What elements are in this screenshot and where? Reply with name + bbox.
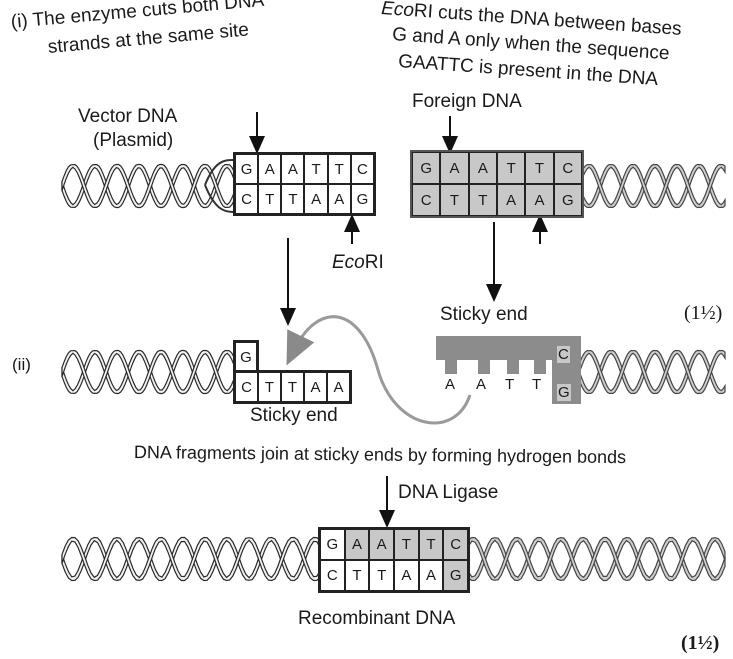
foreign-top-base: A xyxy=(469,152,497,184)
recomb-bottom-base: G xyxy=(443,560,468,591)
ecori-note-italic: Eco xyxy=(381,0,415,21)
foreign-top-base: G xyxy=(412,152,440,184)
foreign-helix-ii xyxy=(578,351,725,394)
vector-sticky-base: A xyxy=(304,372,327,402)
foreign-sticky-c: C xyxy=(557,346,570,363)
foreign-top-base: T xyxy=(525,152,553,184)
step2-marker: (ii) xyxy=(12,354,31,376)
recomb-bottom-base: T xyxy=(345,560,370,591)
recomb-top-base: T xyxy=(394,529,419,560)
dna-ligase-label: DNA Ligase xyxy=(398,482,498,504)
vector-sticky-base: C xyxy=(235,372,258,402)
vector-sticky-top-base: G xyxy=(235,342,257,372)
foreign-bottom-base: C xyxy=(412,184,440,216)
vector-top-base: T xyxy=(304,154,327,184)
foreign-dna-label: Foreign DNA xyxy=(412,91,522,113)
recomb-top-base: T xyxy=(419,529,444,560)
vector-top-base: G xyxy=(235,154,258,184)
plasmid-label: (Plasmid) xyxy=(93,130,173,152)
vector-dna-label: Vector DNA xyxy=(78,106,177,128)
vector-top-base: T xyxy=(328,154,351,184)
foreign-bottom-base: A xyxy=(497,184,525,216)
vector-sticky-top-box: G xyxy=(233,340,259,374)
recomb-bottom-base: C xyxy=(320,560,345,591)
foreign-sticky-base: T xyxy=(532,376,541,393)
ecori-enzyme-italic: Eco xyxy=(332,252,365,273)
foreign-bottom-base: T xyxy=(440,184,468,216)
foreign-helix xyxy=(578,165,725,208)
recomb-bottom-base: A xyxy=(419,560,444,591)
foreign-top-base: A xyxy=(440,152,468,184)
foreign-sticky-base: A xyxy=(445,376,455,393)
vector-bottom-base: A xyxy=(304,184,327,214)
recomb-top-base: A xyxy=(345,529,370,560)
foreign-sticky-tooth xyxy=(507,360,519,374)
foreign-sticky-tooth xyxy=(534,360,546,374)
vector-top-base: A xyxy=(258,154,281,184)
marks-label-2: (1½) xyxy=(681,632,719,654)
foreign-sticky-tooth xyxy=(478,360,490,374)
foreign-sequence-box: G A A T T C C T T A A G xyxy=(410,150,584,218)
vector-sticky-base: A xyxy=(327,372,350,402)
sticky-end-top-label: Sticky end xyxy=(440,304,528,326)
foreign-bottom-base: A xyxy=(525,184,553,216)
foreign-sticky-tooth xyxy=(445,360,457,374)
foreign-sticky-base: T xyxy=(505,376,514,393)
foreign-top-base: C xyxy=(554,152,582,184)
recomb-helix-right xyxy=(462,538,725,581)
vector-sequence-box: G A A T T C C T T A A G xyxy=(233,152,376,216)
vector-top-base: C xyxy=(351,154,374,184)
recomb-bottom-base: T xyxy=(369,560,394,591)
vector-sticky-bottom-box: C T T A A xyxy=(233,370,352,404)
foreign-bottom-base: T xyxy=(469,184,497,216)
foreign-sticky-base: A xyxy=(476,376,486,393)
vector-sticky-base: T xyxy=(258,372,281,402)
recombinant-sequence-box: G A A T T C C T T A A G xyxy=(318,527,470,593)
foreign-top-base: T xyxy=(497,152,525,184)
foreign-bottom-base: G xyxy=(554,184,582,216)
recombinant-dna-label: Recombinant DNA xyxy=(298,608,455,630)
recomb-top-base: C xyxy=(443,529,468,560)
vector-top-base: A xyxy=(281,154,304,184)
vector-helix xyxy=(62,165,236,208)
marks-label-1: (1½) xyxy=(684,302,722,324)
vector-bottom-base: C xyxy=(235,184,258,214)
vector-sticky-base: T xyxy=(281,372,304,402)
recomb-top-base: G xyxy=(320,529,345,560)
sticky-end-bottom-label: Sticky end xyxy=(250,405,338,427)
ecori-enzyme-label: EcoRI xyxy=(332,252,384,274)
vector-helix-ii xyxy=(62,351,236,394)
foreign-sticky-g: G xyxy=(557,384,571,401)
ecori-enzyme-rest: RI xyxy=(365,252,384,273)
recomb-helix-left xyxy=(62,538,320,581)
recomb-top-base: A xyxy=(369,529,394,560)
vector-bottom-base: T xyxy=(258,184,281,214)
vector-bottom-base: G xyxy=(351,184,374,214)
vector-bottom-base: T xyxy=(281,184,304,214)
vector-bottom-base: A xyxy=(328,184,351,214)
recomb-bottom-base: A xyxy=(394,560,419,591)
